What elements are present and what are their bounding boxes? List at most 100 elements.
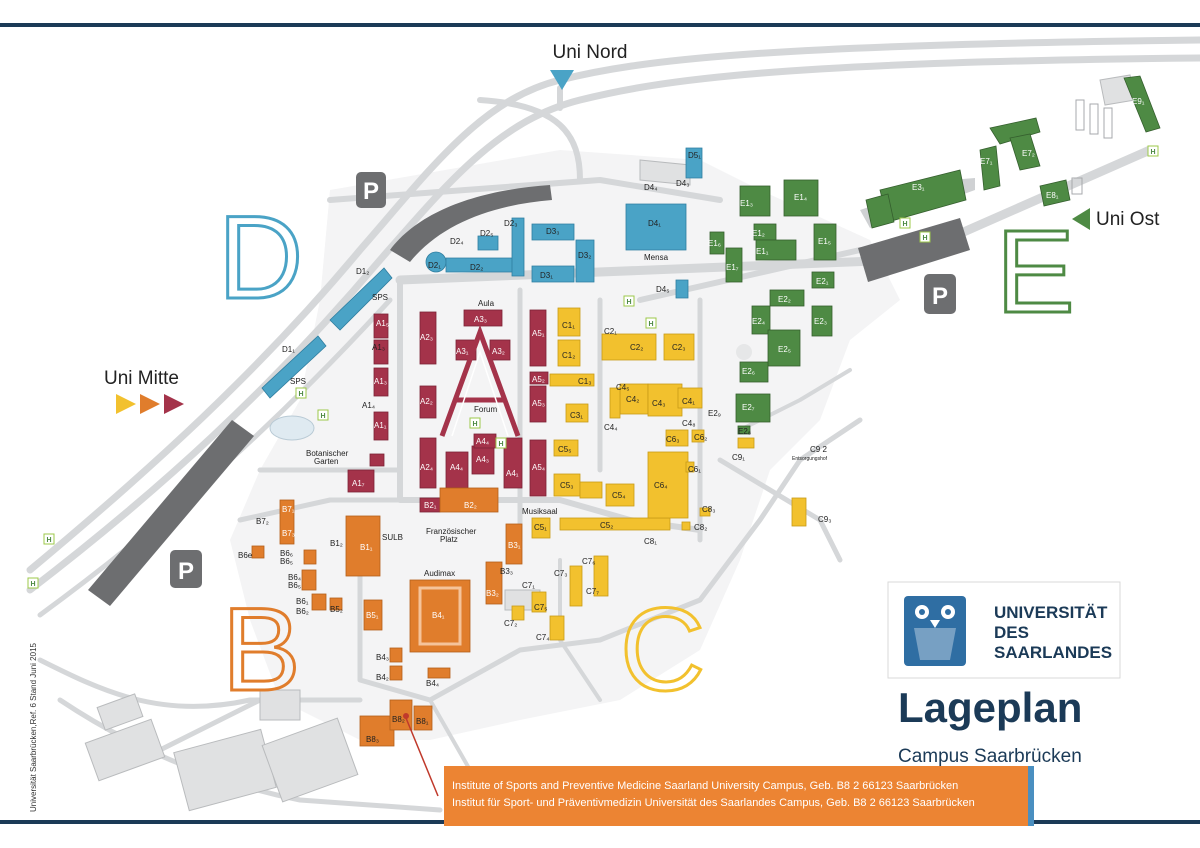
svg-text:A2₃: A2₃ [420,333,433,342]
svg-text:C1₃: C1₃ [578,377,591,386]
svg-text:C5₄: C5₄ [612,491,626,500]
svg-text:C1₂: C1₂ [562,351,575,360]
svg-text:P: P [932,283,948,310]
gray-areas [84,74,1136,812]
svg-text:E2₉: E2₉ [708,409,721,418]
svg-text:E1₅: E1₅ [818,237,831,246]
svg-text:A3₃: A3₃ [474,315,487,324]
svg-text:A1₃: A1₃ [374,377,387,386]
svg-text:H: H [1150,149,1155,156]
zone-letter-b: B [222,584,301,716]
svg-text:B4₁: B4₁ [432,611,445,620]
svg-text:B6₂: B6₂ [296,607,309,616]
svg-text:C8₁: C8₁ [644,537,657,546]
entrance-middle-label: Uni Mitte [104,368,179,389]
svg-text:C4₄: C4₄ [604,423,618,432]
svg-text:B7₁: B7₁ [282,505,295,514]
svg-text:B6₁: B6₁ [296,597,309,606]
svg-text:C7₄: C7₄ [536,633,550,642]
zone-letter-a-inner [451,349,509,437]
svg-text:D3₁: D3₁ [540,271,553,280]
svg-text:A5₁: A5₁ [532,329,545,338]
svg-text:C9 2: C9 2 [810,445,827,454]
svg-text:A4₃: A4₃ [476,455,489,464]
svg-text:H: H [922,235,927,242]
svg-text:C7₃: C7₃ [554,569,567,578]
zone-c-buildings [511,307,807,641]
svg-text:SPS: SPS [372,293,388,302]
svg-text:Musiksaal: Musiksaal [522,507,558,516]
svg-text:C7₁: C7₁ [522,581,535,590]
svg-text:E2₃: E2₃ [814,317,827,326]
svg-text:E7₂: E7₂ [1022,149,1035,158]
parking-arc-north [390,185,552,262]
svg-text:C7₅: C7₅ [534,603,547,612]
pond [269,415,315,441]
svg-text:C3₁: C3₁ [570,411,583,420]
svg-text:B8₂: B8₂ [392,715,405,724]
svg-text:H: H [472,421,477,428]
svg-text:D4₁: D4₁ [648,219,661,228]
svg-text:E1₁: E1₁ [756,247,769,256]
university-logo: UNIVERSITÄT DES SAARLANDES [887,581,1121,679]
svg-text:H: H [30,581,35,588]
svg-text:E7₁: E7₁ [980,157,993,166]
parking-lot-east [858,218,970,282]
svg-text:D2₂: D2₂ [470,263,483,272]
svg-text:C6₁: C6₁ [688,465,701,474]
svg-text:A1₁: A1₁ [374,421,387,430]
svg-text:H: H [626,299,631,306]
svg-text:E3₁: E3₁ [912,183,925,192]
svg-text:E2₄: E2₄ [752,317,765,326]
svg-text:Aula: Aula [478,299,495,308]
svg-text:E1₂: E1₂ [752,229,765,238]
svg-text:C2₃: C2₃ [672,343,685,352]
svg-text:D3₂: D3₂ [578,251,591,260]
svg-text:B5₂: B5₂ [330,605,343,614]
svg-text:E1₇: E1₇ [726,263,739,272]
svg-text:C7₇: C7₇ [586,587,599,596]
svg-text:B4₄: B4₄ [426,679,439,688]
svg-text:B4₂: B4₂ [376,673,389,682]
svg-text:C2₂: C2₂ [630,343,643,352]
entrance-east-arrow [1072,208,1090,230]
svg-text:B6₅: B6₅ [288,581,301,590]
svg-text:A2₄: A2₄ [420,463,433,472]
svg-text:B6e: B6e [238,551,253,560]
svg-text:SAARLANDES: SAARLANDES [994,643,1112,662]
map-subtitle: Campus Saarbrücken [898,746,1082,767]
svg-text:C4₈: C4₈ [682,419,696,428]
svg-text:H: H [46,537,51,544]
svg-text:A4₁: A4₁ [506,469,519,478]
parking-sign-north: P [356,172,386,208]
zone-letter-c: C [620,584,705,716]
svg-text:C8₃: C8₃ [702,505,715,514]
svg-text:H: H [648,321,653,328]
zone-d-buildings [261,147,703,399]
entrance-east-label: Uni Ost [1096,209,1160,230]
svg-text:E2₁: E2₁ [816,277,829,286]
location-marker [403,713,409,719]
owl-seal-icon [904,596,966,666]
svg-text:C4₃: C4₃ [652,399,665,408]
svg-text:B7₂: B7₂ [256,517,269,526]
entrance-north-arrow [550,70,574,90]
svg-text:Entsorgungshof: Entsorgungshof [792,456,828,462]
svg-text:C6₂: C6₂ [694,433,707,442]
roundabout [736,344,752,360]
svg-text:B3₃: B3₃ [500,567,513,576]
svg-text:A5₄: A5₄ [532,463,545,472]
svg-text:C4₅: C4₅ [616,383,629,392]
svg-text:A5₂: A5₂ [532,375,545,384]
svg-text:C2₁: C2₁ [604,327,617,336]
svg-text:C6₃: C6₃ [666,435,679,444]
callout-text-de: Institut für Sport- und Präventivmedizin… [452,797,975,809]
svg-text:C6₄: C6₄ [654,481,668,490]
svg-text:A3₂: A3₂ [492,347,505,356]
svg-text:D3₃: D3₃ [546,227,559,236]
svg-text:A3₁: A3₁ [456,347,469,356]
building-labels: D1₂ D1₁ D2₁ D2₂ D2₃ D2₄ D2₅ D3₁ D3₂ D3₃ … [238,97,1145,744]
audimax-inner [418,586,462,646]
svg-text:C5₁: C5₁ [534,523,547,532]
